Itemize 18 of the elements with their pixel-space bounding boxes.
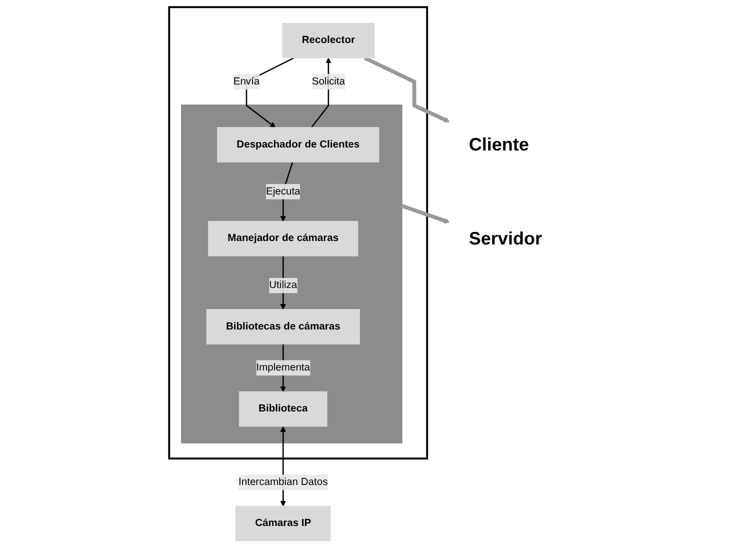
cluster <box>180 104 402 444</box>
node-box: Cámaras IP <box>235 506 331 542</box>
edge-label: Envía <box>233 76 260 87</box>
edge-label: Solicita <box>312 76 345 87</box>
edge-label: Ejecuta <box>266 186 300 197</box>
edge-label: Intercambian Datos <box>238 476 328 488</box>
node-text: Servidor <box>468 228 542 248</box>
node-box: Bibliotecas de cámaras <box>206 309 360 344</box>
arrow <box>400 204 450 224</box>
edge-label: Implementa <box>256 362 310 374</box>
node-box: Manejador de cámaras <box>208 220 358 256</box>
node-box: Biblioteca <box>238 391 328 427</box>
arrow <box>364 56 450 123</box>
node-text: Cliente <box>468 134 529 154</box>
node-box: Despachador de Clientes <box>216 127 379 162</box>
node-box: Recolector <box>282 22 374 58</box>
edge-label: Utiliza <box>268 280 297 291</box>
cluster <box>168 6 428 460</box>
